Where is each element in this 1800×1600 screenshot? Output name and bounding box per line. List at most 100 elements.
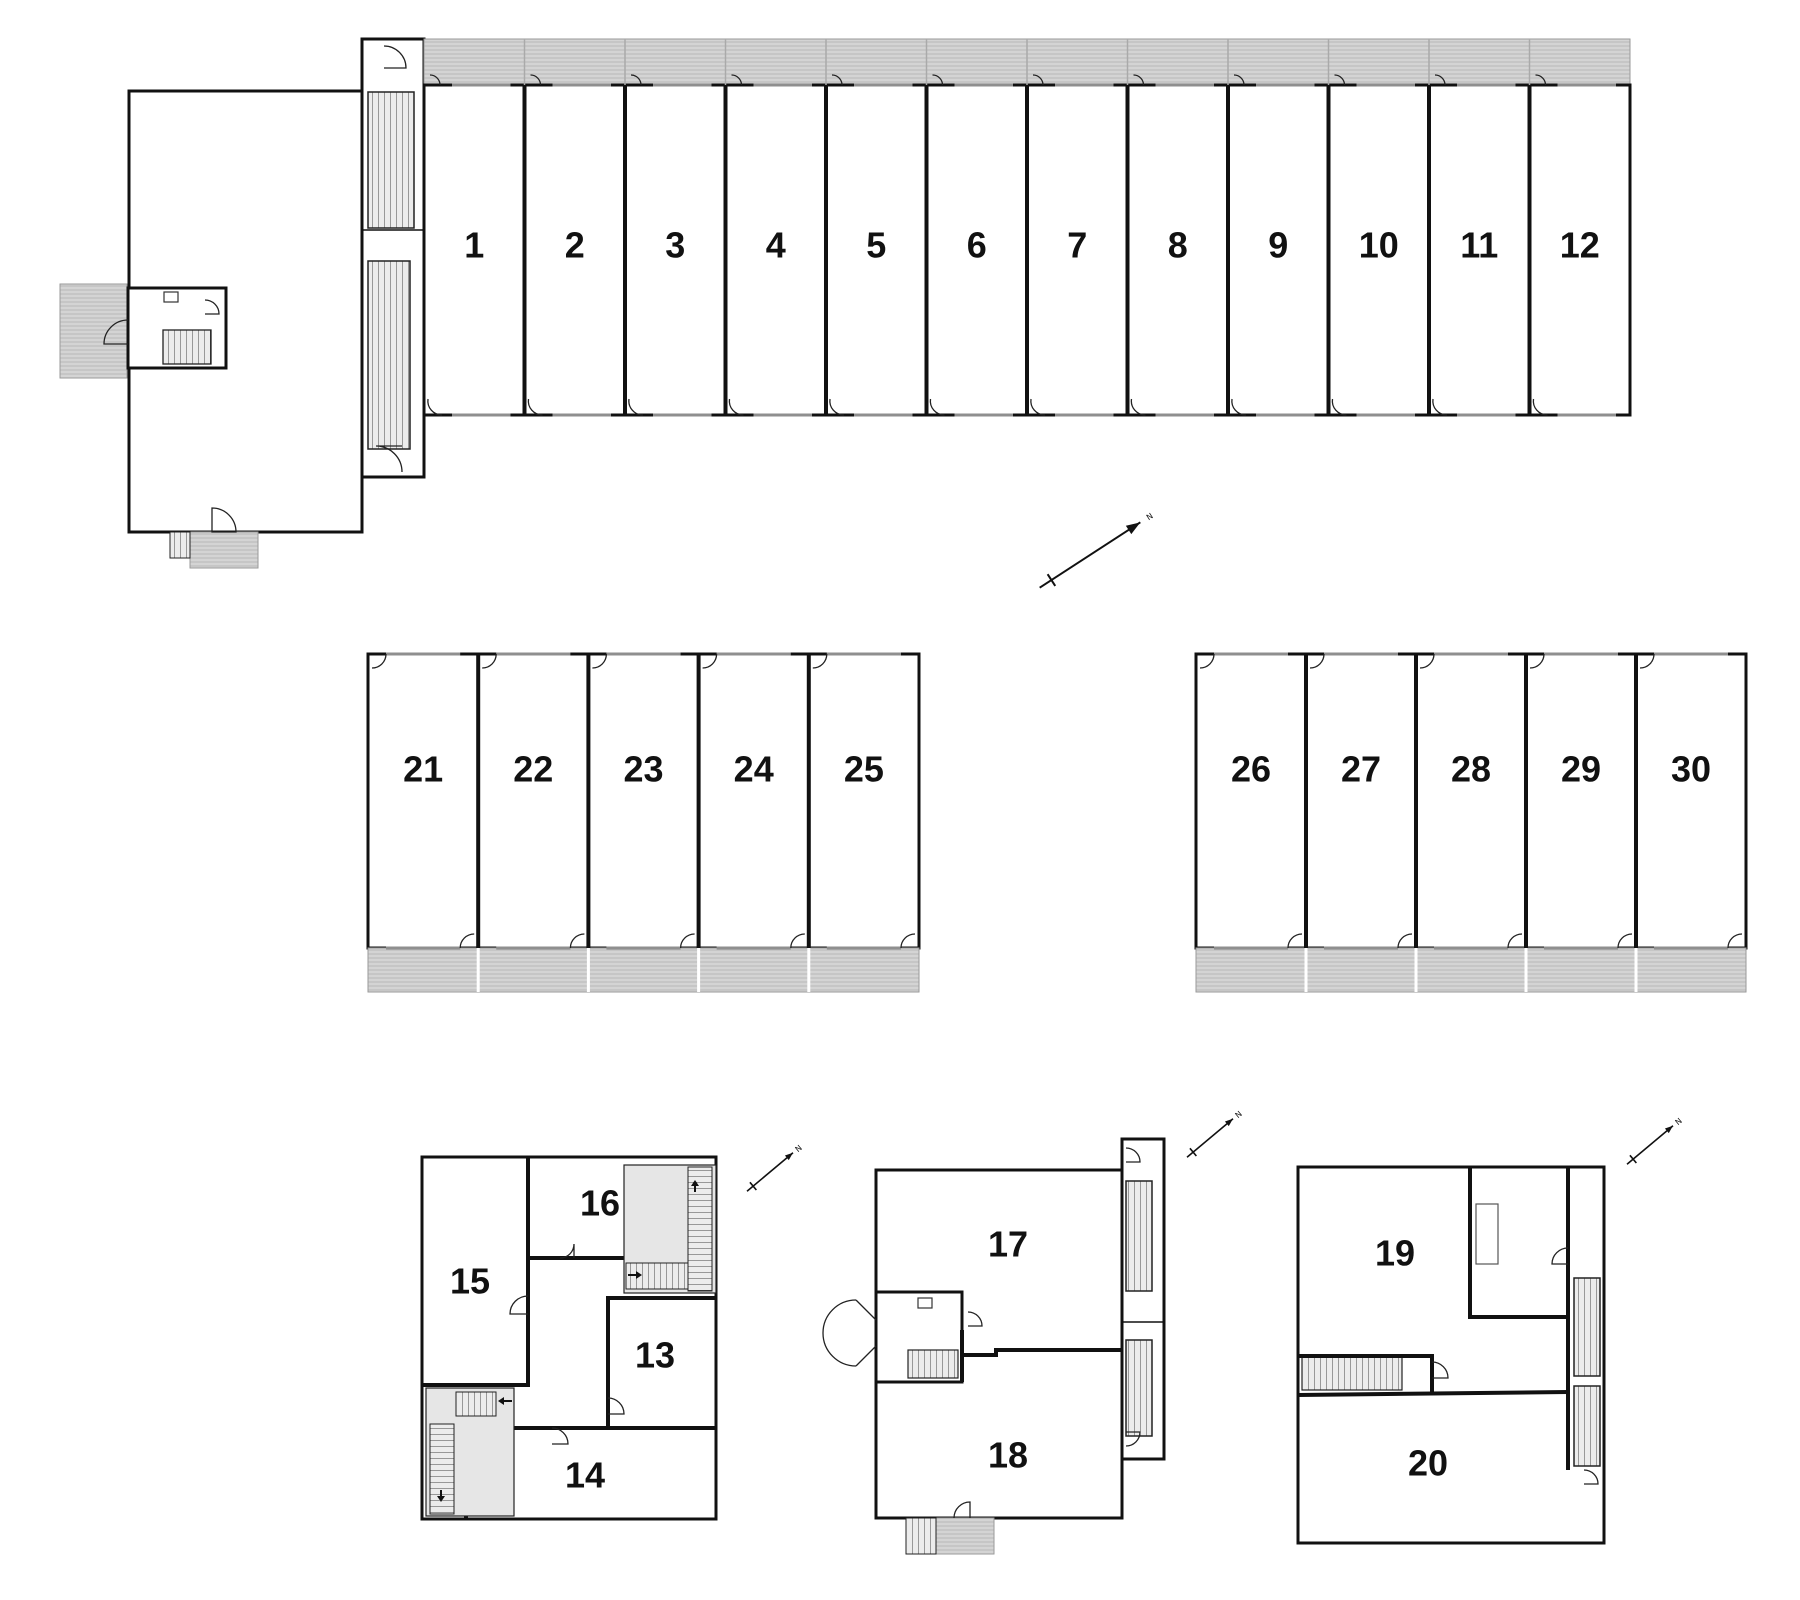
door-swing-icon	[607, 1397, 625, 1415]
unit-label-8: 8	[1168, 225, 1188, 266]
staircase-icon	[1573, 1277, 1601, 1377]
north-label: N	[793, 1143, 803, 1154]
door-swing-icon	[204, 299, 220, 315]
door-swing-icon	[1419, 653, 1435, 669]
building-c	[1296, 1165, 1606, 1545]
north-label: N	[1233, 1109, 1243, 1120]
door-swing-icon	[1532, 398, 1548, 416]
door-swing-icon	[1133, 74, 1145, 86]
door-swing-icon	[812, 653, 828, 669]
door-swing-icon	[1529, 653, 1545, 669]
unit-label-22: 22	[513, 749, 553, 790]
door-swing-icon	[383, 45, 407, 69]
door-swing-icon	[1432, 398, 1448, 416]
mailbox-icon	[917, 1297, 933, 1309]
door-swing-icon	[967, 1311, 983, 1327]
unit-label-7: 7	[1067, 225, 1087, 266]
door-swing-icon	[375, 445, 403, 473]
unit-label-25: 25	[844, 749, 884, 790]
door-swing-icon	[1431, 1361, 1449, 1379]
door-swing-icon	[1551, 1247, 1569, 1265]
door-swing-icon	[1583, 1469, 1599, 1485]
door-swing-icon	[1639, 653, 1655, 669]
door-swing-icon	[1231, 398, 1247, 416]
door-swing-icon	[459, 933, 475, 949]
staircase-icon	[1301, 1355, 1403, 1391]
staircase-icon	[907, 1349, 959, 1379]
unit-label-12: 12	[1560, 225, 1600, 266]
unit-label-26: 26	[1231, 749, 1271, 790]
south-entry-pad	[189, 531, 259, 569]
door-swing-icon	[559, 1243, 575, 1259]
door-swing-icon	[1434, 74, 1446, 86]
door-swing-icon	[482, 653, 497, 669]
mailbox-icon	[163, 291, 179, 303]
building-b	[822, 1137, 1166, 1555]
building-a	[420, 1155, 718, 1521]
unit-label-1: 1	[464, 225, 484, 266]
door-swing-icon	[1535, 74, 1547, 86]
unit-label-19: 19	[1375, 1233, 1415, 1274]
unit-label-3: 3	[665, 225, 685, 266]
door-swing-icon	[1397, 933, 1413, 949]
north-arrow-icon: N	[1626, 1116, 1684, 1165]
unit-label-23: 23	[623, 749, 663, 790]
south-patios-21-25	[367, 947, 920, 993]
unit-label-24: 24	[734, 749, 774, 790]
door-swing-icon	[1617, 933, 1633, 949]
south-patios-26-30	[1195, 947, 1747, 993]
unit-label-9: 9	[1268, 225, 1288, 266]
door-swing-icon	[1331, 398, 1347, 416]
unit-label-15: 15	[450, 1261, 490, 1302]
door-swing-icon	[679, 933, 695, 949]
door-swing-icon	[1125, 1431, 1141, 1447]
door-swing-icon	[929, 398, 945, 416]
door-swing-icon	[569, 933, 585, 949]
staircase-icon	[905, 1517, 937, 1555]
unit-label-6: 6	[967, 225, 987, 266]
staircase-icon	[169, 531, 191, 559]
door-swing-icon	[1334, 74, 1346, 86]
door-swing-icon	[628, 398, 644, 416]
unit-label-10: 10	[1359, 225, 1399, 266]
unit-label-4: 4	[766, 225, 786, 266]
door-swing-icon	[1030, 398, 1046, 416]
door-swing-icon	[822, 1299, 857, 1367]
unit-label-11: 11	[1460, 225, 1498, 266]
staircase-icon	[1125, 1180, 1153, 1292]
door-swing-icon	[953, 1501, 971, 1519]
door-swing-icon	[1233, 74, 1245, 86]
unit-label-29: 29	[1561, 749, 1601, 790]
door-swing-icon	[427, 398, 443, 416]
north-label: N	[1145, 511, 1155, 522]
door-swing-icon	[1125, 1147, 1141, 1163]
door-swing-icon	[731, 74, 743, 86]
door-swing-icon	[103, 319, 129, 345]
staircase-icon	[162, 329, 212, 365]
staircase-icon	[1573, 1385, 1601, 1467]
unit-label-30: 30	[1671, 749, 1711, 790]
door-swing-icon	[429, 74, 441, 86]
unit-label-28: 28	[1451, 749, 1491, 790]
door-swing-icon	[831, 74, 843, 86]
staircase-icon	[687, 1166, 713, 1292]
row-21-25-outline	[366, 652, 921, 950]
door-swing-icon	[1507, 933, 1523, 949]
unit-label-20: 20	[1408, 1443, 1448, 1484]
door-swing-icon	[592, 653, 608, 669]
north-label: N	[1673, 1116, 1683, 1127]
building-c-outline	[1296, 1165, 1606, 1545]
door-swing-icon	[530, 74, 542, 86]
door-swing-icon	[1727, 933, 1743, 949]
staircase-icon	[1125, 1339, 1153, 1437]
door-swing-icon	[1130, 398, 1146, 416]
door-swing-icon	[1199, 653, 1215, 669]
north-arrow-icon: N	[1186, 1109, 1244, 1158]
door-swing-icon	[855, 1299, 877, 1367]
staircase-icon	[367, 260, 411, 450]
unit-label-16: 16	[580, 1183, 620, 1224]
